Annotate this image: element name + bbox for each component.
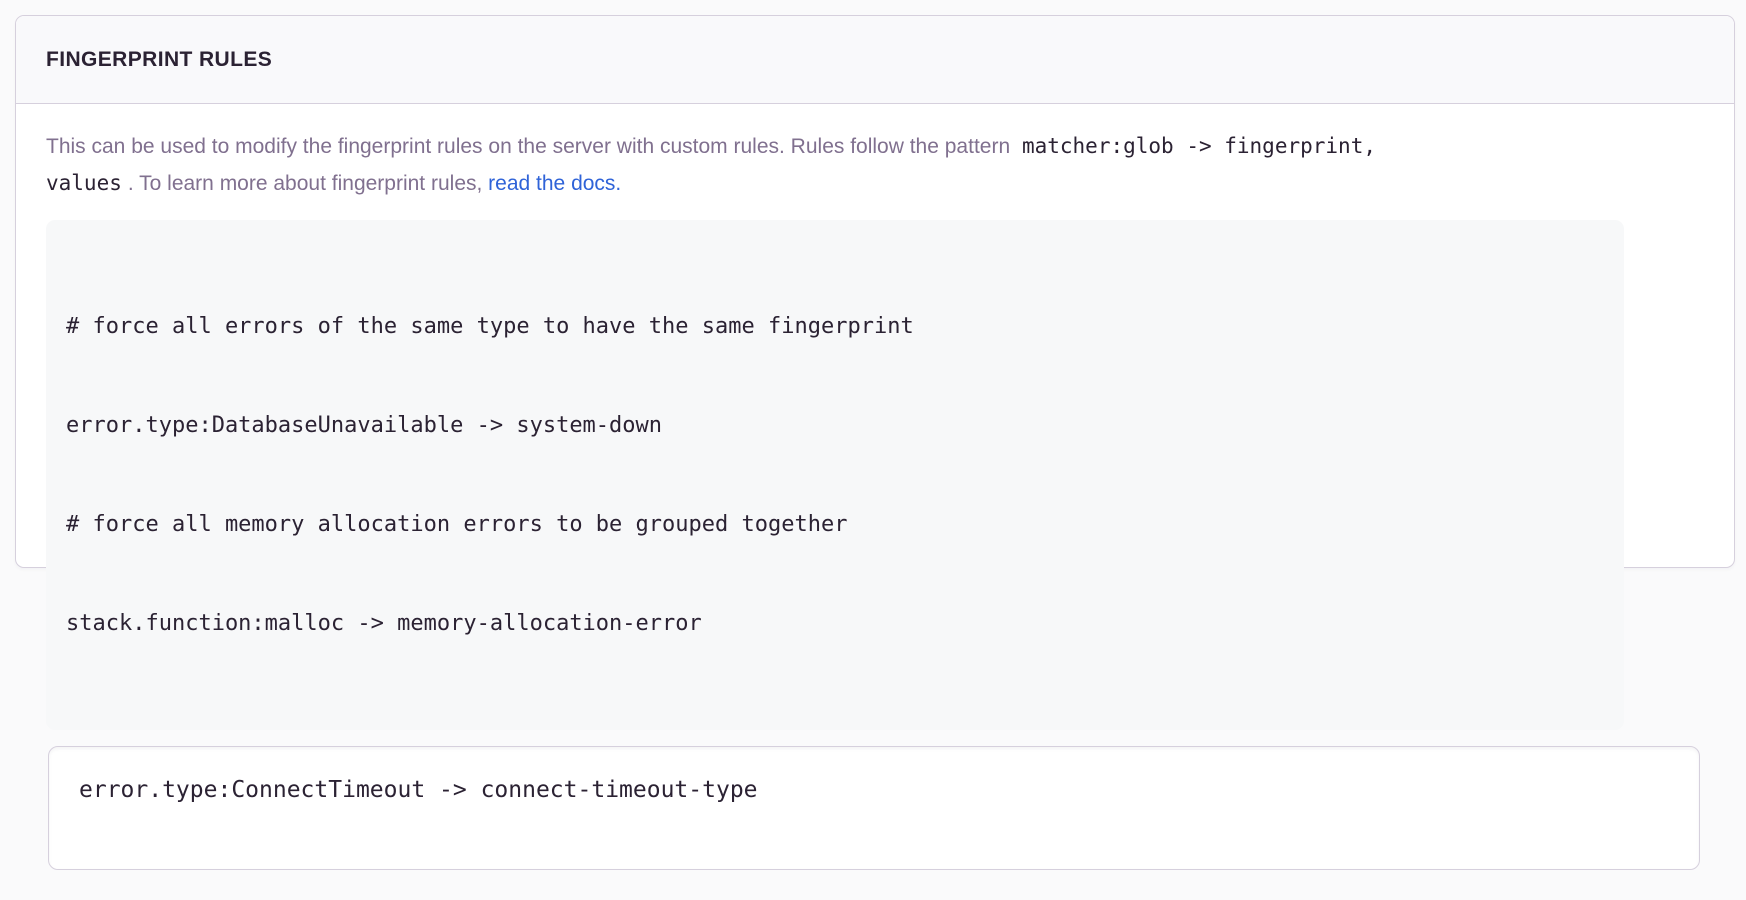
description-text-before: This can be used to modify the fingerpri… [46, 135, 1016, 158]
example-code-block: # force all errors of the same type to h… [46, 220, 1624, 730]
example-code-line: stack.function:malloc -> memory-allocati… [66, 611, 702, 636]
panel-title: FINGERPRINT RULES [46, 47, 273, 71]
field-description: This can be used to modify the fingerpri… [46, 128, 1624, 202]
example-code-line: error.type:DatabaseUnavailable -> system… [66, 413, 663, 438]
example-code-line: # force all memory allocation errors to … [66, 512, 848, 537]
panel-body: This can be used to modify the fingerpri… [16, 104, 1734, 900]
panel-header: FINGERPRINT RULES [16, 16, 1734, 104]
fingerprint-rules-input[interactable]: error.type:ConnectTimeout -> connect-tim… [48, 746, 1700, 870]
fingerprint-rules-panel: FINGERPRINT RULES This can be used to mo… [15, 15, 1735, 870]
read-the-docs-link[interactable]: read the docs. [488, 172, 622, 195]
pattern-inline-code: matcher:glob -> fingerprint, [1021, 134, 1376, 158]
example-code-line: # force all errors of the same type to h… [66, 314, 914, 339]
pattern-inline-code-values: values [46, 171, 122, 195]
description-text-after: . To learn more about fingerprint rules, [127, 172, 489, 195]
